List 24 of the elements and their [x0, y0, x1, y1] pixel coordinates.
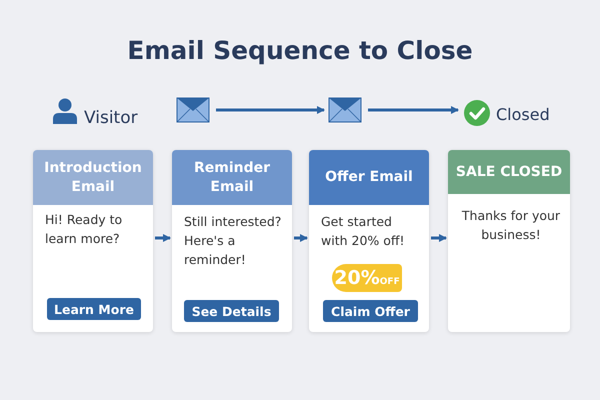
card-header: Reminder Email [172, 150, 292, 205]
person-label: Visitor [84, 108, 138, 128]
card-text: Get started with 20% off! [321, 213, 406, 250]
title: Email Sequence to Close [126, 36, 474, 65]
discount-tag: 20%OFF [332, 264, 402, 292]
action-button: Learn More [47, 298, 141, 320]
status-label: Closed [496, 105, 550, 124]
card-header: Offer Email [309, 150, 429, 205]
arrow [155, 234, 171, 242]
email-card [33, 150, 153, 332]
email-card [172, 150, 292, 332]
arrow [368, 106, 459, 114]
arrow [431, 234, 447, 242]
card-text: Still interested? Here's a reminder! [184, 213, 282, 269]
email-card [309, 150, 429, 332]
card-header: Introduction Email [33, 150, 153, 205]
arrow [294, 234, 308, 242]
action-button: Claim Offer [323, 300, 418, 322]
card-text: Thanks for your business! [460, 207, 562, 244]
card-header: SALE CLOSED [448, 150, 570, 194]
card-text: Hi! Ready to learn more? [45, 211, 124, 248]
email-card [448, 150, 570, 332]
action-button: See Details [184, 300, 279, 322]
arrow [216, 106, 325, 114]
